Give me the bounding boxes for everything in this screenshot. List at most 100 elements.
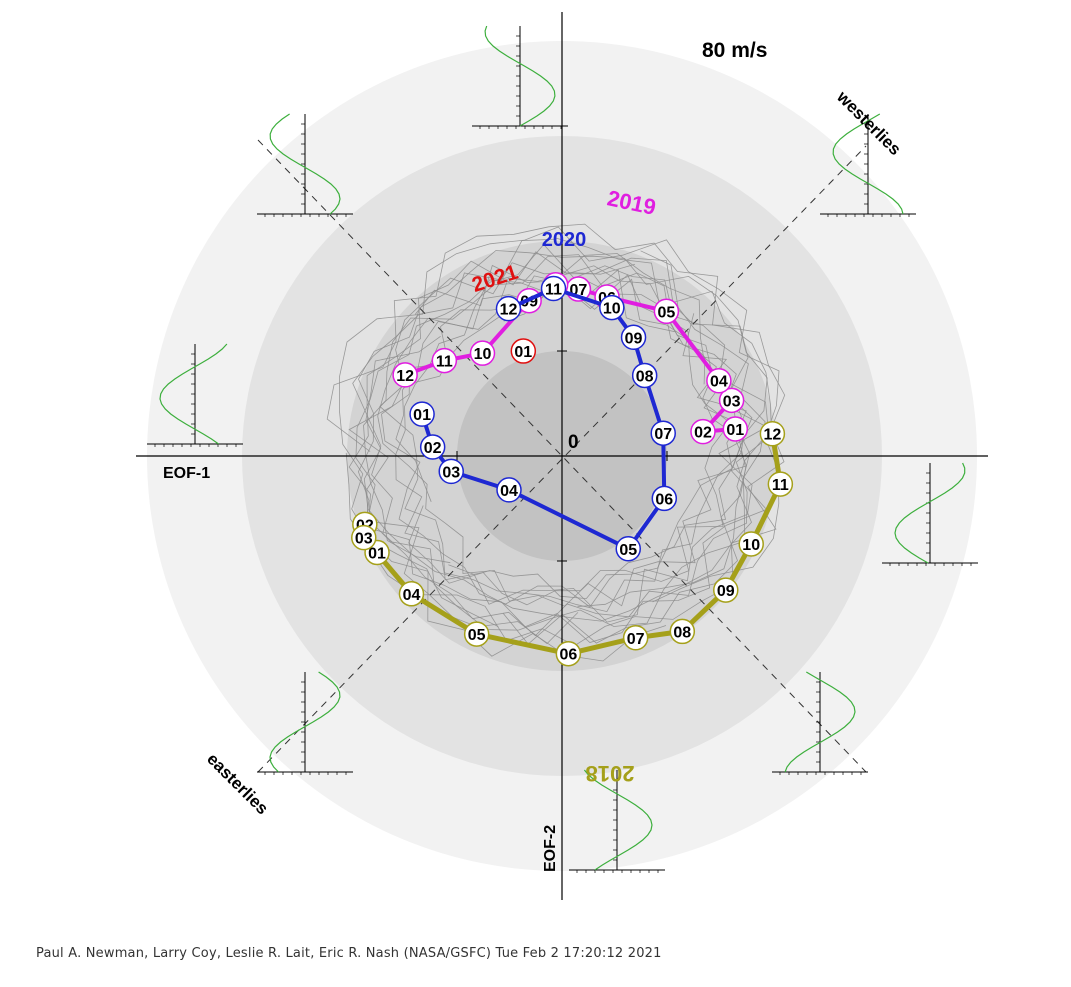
month-marker-circle [669,618,696,645]
eof-profile-inset [820,113,916,217]
month-marker-2020-12: 12 [495,295,522,322]
month-marker-2020-10: 10 [599,294,625,321]
history-line [363,253,770,622]
westerlies-label: westerlies [832,87,904,159]
month-marker-2018-03: 03 [351,524,377,551]
center-label: 0 [568,432,579,453]
month-marker-circle [398,581,425,607]
series-2018: 0102030405060708091011122018 [351,420,794,786]
month-marker-label: 09 [717,583,735,600]
series-year-label: 2020 [542,229,587,251]
diagonal-easterly [257,139,867,773]
month-marker-2020-07: 07 [650,420,676,446]
month-marker-circle [392,362,418,388]
month-marker-label: 04 [500,483,518,500]
month-marker-label: 10 [474,346,492,363]
month-marker-2020-09: 09 [620,324,647,351]
month-marker-2020-08: 08 [631,362,658,389]
month-marker-2020-05: 05 [615,536,641,562]
month-marker-circle [438,458,464,485]
month-marker-label: 01 [368,545,386,562]
month-marker-label: 05 [658,304,676,321]
credit-line: Paul A. Newman, Larry Coy, Leslie R. Lai… [36,946,662,961]
month-marker-2019-03: 03 [718,387,745,414]
month-marker-2021-01: 01 [510,338,537,364]
eof-profile-curve [269,113,341,215]
y-axis-label: EOF-2 [542,825,559,872]
month-marker-label: 01 [413,407,431,424]
month-marker-circle [510,338,537,364]
month-marker-circle [622,625,649,651]
month-marker-label: 08 [636,368,654,385]
month-marker-circle [615,536,641,562]
month-marker-2018-05: 05 [463,621,490,647]
eof-profile-inset [772,671,868,775]
month-marker-circle [759,420,786,447]
month-marker-label: 07 [627,631,645,648]
month-marker-circle [706,367,732,394]
scale-label: 80 m/s [702,39,767,62]
month-marker-circle [351,524,377,551]
month-marker-circle [463,621,490,647]
month-marker-circle [690,418,716,445]
month-marker-label: 02 [694,425,712,442]
eof-profile-curve [832,113,904,215]
eof-profile-curve [894,462,966,564]
month-marker-2018-12: 12 [759,420,786,447]
month-marker-circle [718,387,745,414]
month-marker-label: 08 [673,624,691,641]
x-axis-label: EOF-1 [163,465,210,482]
month-marker-circle [495,295,522,322]
month-marker-label: 04 [403,587,421,604]
month-marker-label: 09 [625,330,643,347]
month-marker-label: 11 [545,282,562,299]
month-marker-label: 01 [726,422,744,439]
month-marker-label: 07 [654,426,672,443]
eof-profile-curve [269,671,341,773]
history-line [339,226,780,662]
month-marker-label: 03 [442,464,460,481]
month-marker-2018-11: 11 [767,471,794,497]
month-marker-circle [599,294,625,321]
month-marker-label: 11 [772,477,789,494]
month-marker-label: 06 [655,491,673,508]
month-marker-circle [653,298,680,325]
month-marker-circle [713,577,739,603]
month-marker-2019-10: 10 [469,340,496,366]
eof-profile-curve [583,769,653,871]
series-year-label: 2018 [586,761,635,786]
month-marker-2019-05: 05 [653,298,680,325]
month-marker-2018-10: 10 [738,531,764,557]
diagonal-westerly [257,145,867,773]
month-marker-label: 11 [436,354,453,371]
month-marker-circle [469,340,496,366]
eof-profile-curve [784,671,856,773]
month-marker-circle [650,420,676,446]
eof-profile-curve [484,25,556,127]
month-marker-circle [431,347,458,374]
month-marker-2020-04: 04 [496,477,522,503]
month-marker-2019-04: 04 [706,367,732,394]
month-marker-label: 12 [396,368,414,385]
month-marker-2020-06: 06 [651,485,678,512]
month-marker-2020-02: 02 [419,434,446,460]
month-marker-2018-04: 04 [398,581,425,607]
month-marker-label: 12 [500,302,518,319]
month-marker-label: 05 [619,542,637,559]
month-marker-2019-11: 11 [431,347,458,374]
month-marker-2020-01: 01 [409,401,435,427]
month-marker-label: 02 [424,440,442,457]
month-marker-circle [651,485,678,512]
month-marker-circle [409,401,435,427]
month-marker-2020-03: 03 [438,458,464,485]
eof-profile-inset [257,113,353,217]
month-marker-label: 10 [742,537,760,554]
month-marker-label: 10 [603,301,621,318]
month-marker-circle [620,324,647,351]
month-marker-2019-12: 12 [392,362,418,388]
month-marker-2018-09: 09 [713,577,739,603]
month-marker-label: 05 [468,627,486,644]
eof-profile-curve [159,343,228,445]
easterlies-label: easterlies [203,749,272,818]
month-marker-2018-08: 08 [669,618,696,645]
